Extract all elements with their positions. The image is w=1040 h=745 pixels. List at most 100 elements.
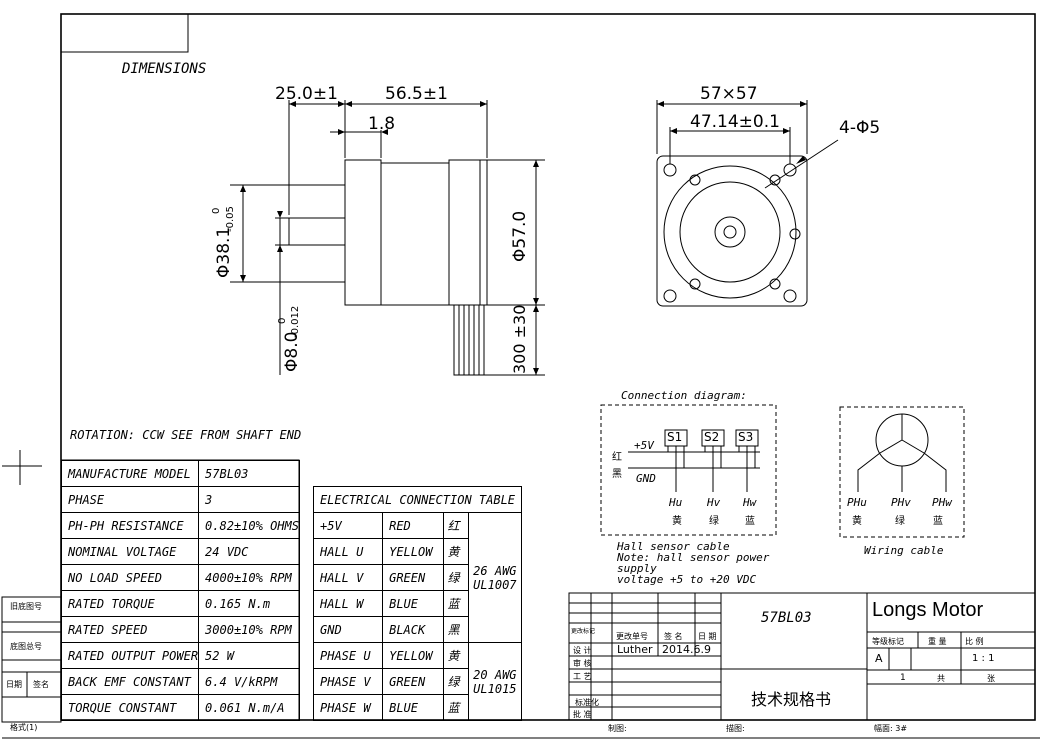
dim-shaft-length: 25.0±1 <box>275 84 338 104</box>
spec-label: NO LOAD SPEED <box>60 564 200 591</box>
dimensions-heading: DIMENSIONS <box>122 61 207 77</box>
black-label-cn: 黑 <box>612 469 622 480</box>
tb-total: 共 <box>937 674 945 683</box>
company-name: Longs Motor <box>872 599 984 621</box>
hu-color-cn: 黄 <box>672 516 682 527</box>
wire-color: GREEN <box>382 668 444 695</box>
phw-label: PHw <box>932 496 952 509</box>
tb-change-no: 更改单号 <box>616 632 648 641</box>
title-block-lines <box>568 592 1036 721</box>
side-view <box>230 100 545 376</box>
tb-design-date: 2014.6.9 <box>662 643 711 656</box>
dim-flange-thickness: 1.8 <box>368 114 396 134</box>
tb-standard: 标准化 <box>575 698 599 707</box>
p5v-label: +5V <box>634 439 654 452</box>
phu-color-cn: 黄 <box>852 516 862 527</box>
spec-value: 3 <box>198 486 300 513</box>
wire-color-cn: 黑 <box>442 616 469 643</box>
title-model: 57BL03 <box>761 610 812 626</box>
wire-color-cn: 蓝 <box>442 590 469 617</box>
tb-change-mark: 更改标记 <box>571 628 596 635</box>
tb-sheet-size: 幅面: 3# <box>874 724 908 733</box>
gnd-label: GND <box>636 472 656 485</box>
signal: PHASE W <box>312 694 384 721</box>
wire-color: BLACK <box>382 616 444 643</box>
spec-label: MANUFACTURE MODEL <box>60 460 200 487</box>
tb-sheets: 张 <box>987 674 995 683</box>
spec-value: 3000±10% RPM <box>198 616 300 643</box>
signal: PHASE U <box>312 642 384 669</box>
dim-pilot-tol-lower: -0.05 <box>225 206 236 232</box>
front-view <box>656 100 839 307</box>
spec-value: 57BL03 <box>198 460 300 487</box>
hv-color-cn: 绿 <box>709 516 719 527</box>
dim-shaft-tol-upper: 0 <box>277 317 288 324</box>
wire-color-cn: 蓝 <box>442 694 469 721</box>
signal: GND <box>312 616 384 643</box>
margin-table <box>1 596 62 723</box>
sensor-s3: S3 <box>738 430 754 444</box>
dim-body-length: 56.5±1 <box>385 84 448 104</box>
tb-design: 设 计 <box>573 646 592 655</box>
tb-sign: 签 名 <box>664 632 683 641</box>
wire-gauge: 26 AWG <box>473 563 517 578</box>
tb-weight: 重 量 <box>928 637 947 646</box>
drawing-border <box>60 13 1036 721</box>
dim-pilot-diameter: Φ38.1 <box>214 226 234 278</box>
connection-table-title: ELECTRICAL CONNECTION TABLE <box>313 486 522 513</box>
wire-color-cn: 绿 <box>442 668 469 695</box>
margin-sign: 签名 <box>33 680 49 689</box>
phu-label: PHu <box>847 496 867 509</box>
spec-label: PH-PH RESISTANCE <box>60 512 200 539</box>
phw-color-cn: 蓝 <box>933 516 943 527</box>
spec-value: 24 VDC <box>198 538 300 565</box>
connection-diagram-title: Connection diagram: <box>621 389 747 402</box>
hall-sensor-note: Hall sensor cable Note: hall sensor powe… <box>617 541 769 585</box>
dim-shaft-tol-lower: -0.012 <box>290 305 301 338</box>
document-title: 技术规格书 <box>751 690 832 709</box>
spec-value: 4000±10% RPM <box>198 564 300 591</box>
spec-value: 0.061 N.m/A <box>198 694 300 721</box>
spec-label: RATED OUTPUT POWER <box>60 642 200 669</box>
red-label-cn: 红 <box>612 452 622 463</box>
side-arrows <box>240 101 539 375</box>
signal: +5V <box>312 512 384 539</box>
signal: HALL U <box>312 538 384 565</box>
tb-scale-label: 比 例 <box>965 637 984 646</box>
hw-label: Hw <box>743 496 757 509</box>
wire-color: RED <box>382 512 444 539</box>
dim-lead-length: 300 ±30 <box>510 304 529 374</box>
note-line-3: voltage +5 to +20 VDC <box>617 573 757 586</box>
margin-format: 格式(1) <box>10 723 38 732</box>
wire-color: YELLOW <box>382 642 444 669</box>
tb-traced: 描图: <box>726 724 745 733</box>
spec-value: 52 W <box>198 642 300 669</box>
spec-label: RATED TORQUE <box>60 590 200 617</box>
margin-date: 日期 <box>6 680 22 689</box>
hall-caption: Hall sensor cable <box>617 540 730 553</box>
hu-label: Hu <box>669 496 683 509</box>
wire-color-cn: 绿 <box>442 564 469 591</box>
margin-base-drawing-no: 底图总号 <box>10 642 42 651</box>
sensor-s1: S1 <box>667 430 683 444</box>
connection-diagram <box>600 404 965 538</box>
tb-scale-value: 1 : 1 <box>972 653 995 664</box>
rotation-note: ROTATION: CCW SEE FROM SHAFT END <box>70 428 302 442</box>
signal: HALL V <box>312 564 384 591</box>
